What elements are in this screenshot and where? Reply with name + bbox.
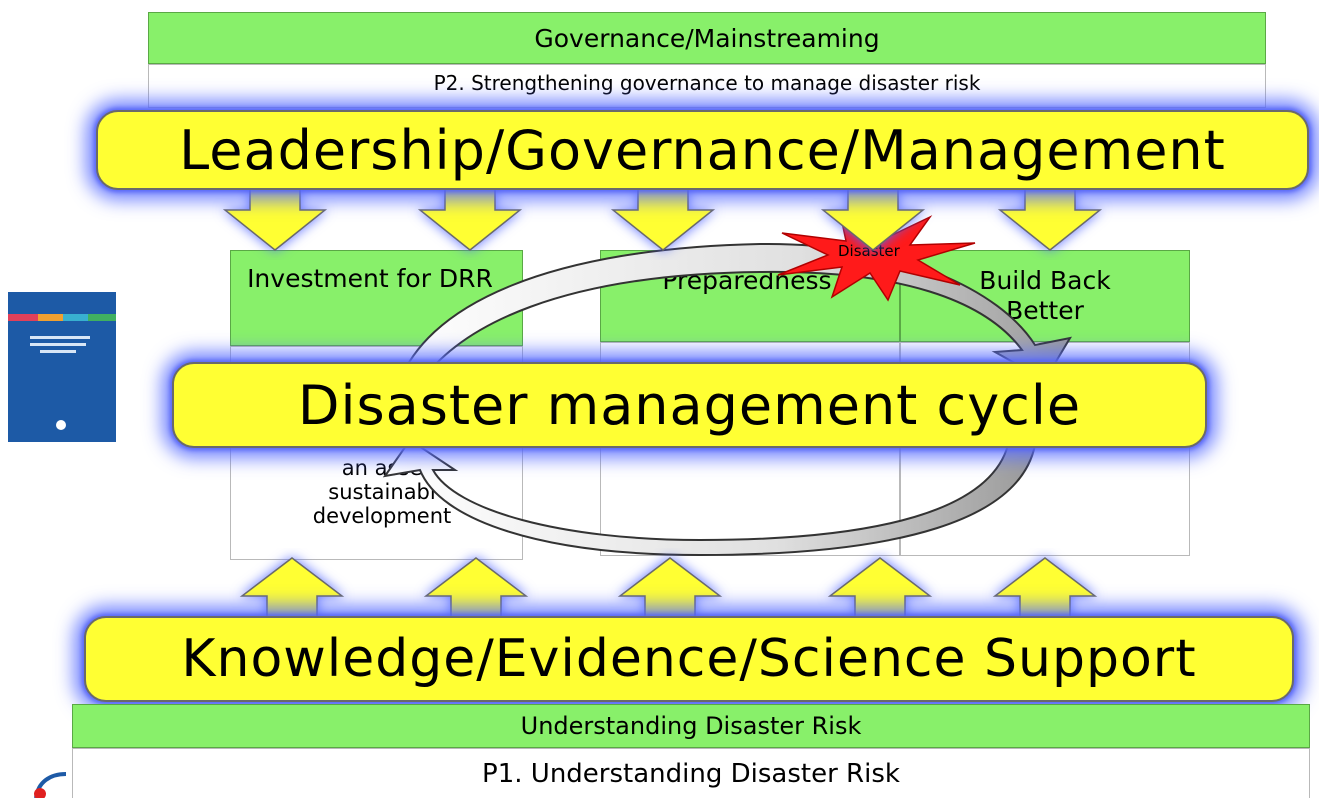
- body-line-2: sustainabl: [328, 480, 436, 504]
- leadership-banner: Leadership/Governance/Management: [96, 110, 1309, 190]
- knowledge-banner-label: Knowledge/Evidence/Science Support: [181, 629, 1197, 689]
- body-line-3: development: [312, 504, 452, 528]
- leadership-banner-label: Leadership/Governance/Management: [179, 118, 1226, 182]
- governance-subheader: P2. Strengthening governance to manage d…: [148, 64, 1266, 108]
- governance-header: Governance/Mainstreaming: [148, 12, 1266, 64]
- column-investment-title: Investment for DRR: [240, 264, 500, 294]
- column-bbb-title: Build Back Better: [950, 266, 1140, 326]
- sendai-framework-cover-image: [8, 292, 116, 442]
- understanding-header: Understanding Disaster Risk: [72, 704, 1310, 748]
- governance-header-label: Governance/Mainstreaming: [534, 23, 880, 53]
- down-arrows-row: [222, 187, 1103, 251]
- column-investment-title-text: Investment for DRR: [247, 264, 493, 293]
- disaster-burst-icon: [777, 208, 976, 302]
- disaster-burst-label: Disaster: [838, 242, 900, 260]
- knowledge-banner: Knowledge/Evidence/Science Support: [84, 616, 1294, 702]
- understanding-header-label: Understanding Disaster Risk: [520, 712, 862, 740]
- cycle-banner-label: Disaster management cycle: [297, 373, 1082, 437]
- understanding-subheader-label: P1. Understanding Disaster Risk: [482, 758, 900, 789]
- column-investment-body-text: an asse sustainabl development: [282, 456, 482, 528]
- up-arrows-row: [239, 557, 1098, 621]
- organization-logo-icon: [34, 772, 67, 798]
- un-emblem-icon: [56, 420, 66, 430]
- column-bbb-title-text: Build Back Better: [979, 266, 1111, 325]
- cycle-banner: Disaster management cycle: [172, 362, 1207, 448]
- understanding-subheader: P1. Understanding Disaster Risk: [72, 748, 1310, 798]
- governance-subheader-label: P2. Strengthening governance to manage d…: [433, 71, 981, 95]
